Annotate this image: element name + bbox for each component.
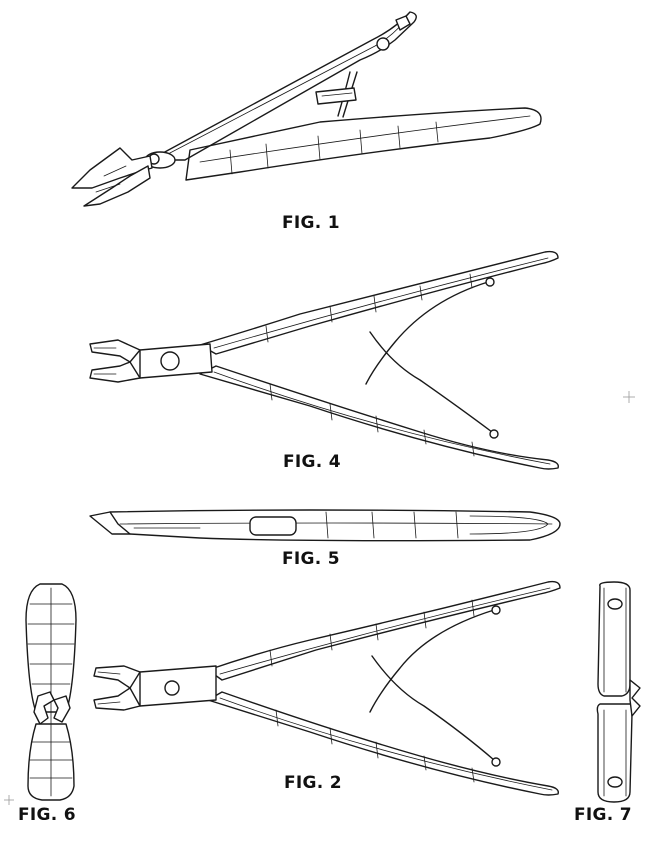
- fig6-label: FIG. 6: [18, 805, 76, 825]
- fig4-label: FIG. 4: [283, 452, 341, 472]
- fig1-label: FIG. 1: [282, 213, 340, 233]
- fig7-label: FIG. 7: [574, 805, 632, 825]
- fig5-drawing: [89, 509, 561, 542]
- fig4-drawing: [89, 250, 559, 470]
- fig6-drawing: [25, 583, 77, 801]
- crop-marks: [4, 391, 635, 805]
- fig7-drawing: [596, 581, 641, 803]
- fig2-label: FIG. 2: [284, 773, 342, 793]
- fig1-drawing: [71, 11, 542, 207]
- fig2-drawing: [93, 580, 561, 796]
- fig5-label: FIG. 5: [282, 549, 340, 569]
